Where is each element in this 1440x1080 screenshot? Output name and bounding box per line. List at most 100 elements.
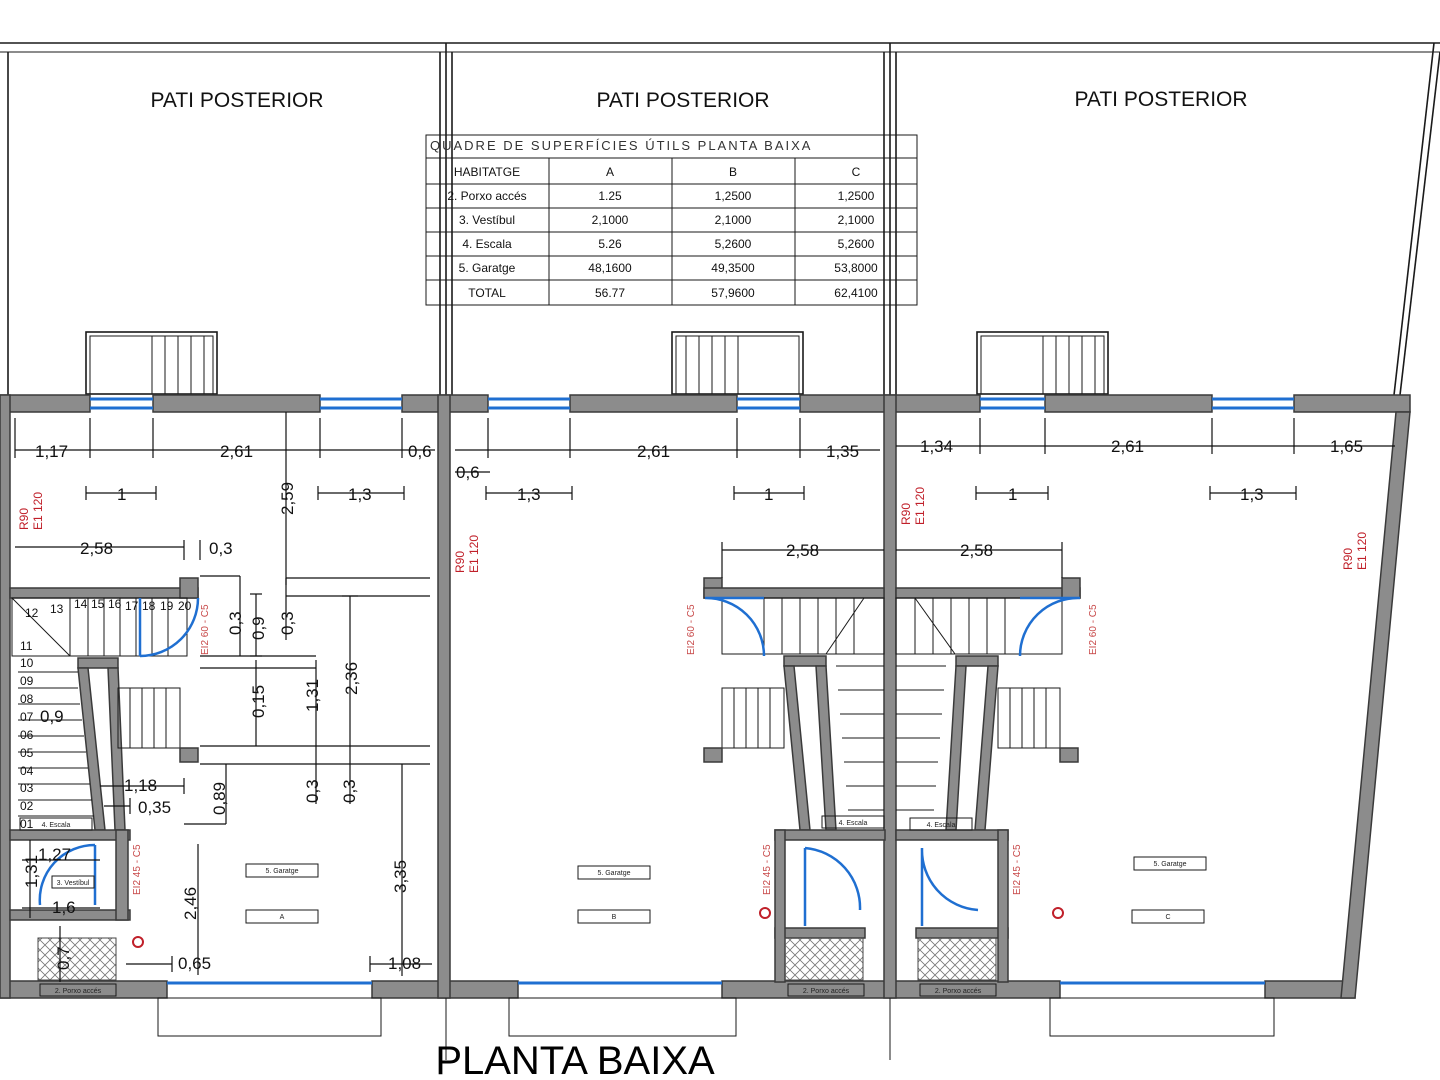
surfaces-table: QUADRE DE SUPERFÍCIES ÚTILS PLANTA BAIXA… [425, 134, 918, 306]
dimension-lines [14, 412, 1395, 982]
room-tag-porch-a: 2. Porxo accés [55, 988, 102, 995]
room-tag-stair-c: 4. Escala [927, 822, 956, 829]
svg-text:05: 05 [20, 746, 34, 760]
svg-text:18: 18 [142, 599, 156, 613]
svg-text:2,59: 2,59 [278, 482, 297, 515]
svg-text:0,15: 0,15 [249, 685, 268, 718]
svg-text:15: 15 [91, 597, 105, 611]
svg-text:EI2 45 - C5: EI2 45 - C5 [1012, 844, 1023, 895]
yard-boundaries [0, 42, 1440, 396]
svg-text:19: 19 [160, 599, 174, 613]
room-tag-porch-b: 2. Porxo accés [803, 988, 850, 995]
table-cell: 4. Escala [462, 237, 512, 251]
table-col-header: A [606, 165, 614, 179]
yard-label-b: PATI POSTERIOR [596, 89, 769, 112]
svg-text:0,35: 0,35 [138, 798, 171, 817]
svg-text:0,3: 0,3 [226, 611, 245, 635]
svg-text:20: 20 [178, 599, 192, 613]
table-cell: TOTAL [468, 286, 506, 300]
dimension-values: 1,17 2,61 0,6 1 1,3 2,59 2,58 0,3 0,3 0,… [22, 437, 1363, 973]
svg-text:EI2 60 - C5: EI2 60 - C5 [200, 604, 211, 655]
svg-text:2,61: 2,61 [1111, 437, 1144, 456]
table-col-header: HABITATGE [454, 165, 520, 179]
svg-text:13: 13 [50, 602, 64, 616]
table-cell: 62,4100 [834, 286, 878, 300]
svg-text:09: 09 [20, 674, 34, 688]
svg-text:0,6: 0,6 [408, 442, 432, 461]
table-cell: 49,3500 [711, 261, 755, 275]
svg-text:14: 14 [74, 597, 88, 611]
svg-text:12: 12 [25, 606, 39, 620]
svg-text:1,3: 1,3 [517, 485, 541, 504]
yard-steps [85, 331, 1109, 395]
svg-text:04: 04 [20, 764, 34, 778]
table-cell: 3. Vestíbul [459, 213, 515, 227]
table-heading: QUADRE DE SUPERFÍCIES ÚTILS PLANTA BAIXA [430, 138, 812, 153]
svg-text:1,35: 1,35 [826, 442, 859, 461]
svg-text:EI2 60 - C5: EI2 60 - C5 [686, 604, 697, 655]
svg-text:08: 08 [20, 692, 34, 706]
windows [90, 397, 1294, 985]
svg-text:02: 02 [20, 799, 34, 813]
svg-text:1,3: 1,3 [1240, 485, 1264, 504]
room-tag-garage-c: 5. Garatge [1153, 861, 1186, 868]
svg-text:R90: R90 [1341, 548, 1355, 570]
svg-text:10: 10 [20, 656, 34, 670]
svg-text:E1 120: E1 120 [1355, 532, 1369, 570]
svg-text:0,9: 0,9 [40, 707, 64, 726]
table-cell: 1,2500 [838, 189, 875, 203]
stair-core-c [895, 577, 1081, 983]
table-col-header: C [852, 165, 861, 179]
svg-text:R90: R90 [899, 503, 913, 525]
svg-text:2,36: 2,36 [342, 662, 361, 695]
room-tag-unit-b: B [612, 914, 617, 921]
table-cell: 2. Porxo accés [447, 189, 526, 203]
svg-text:1: 1 [1008, 485, 1017, 504]
room-tag-unit-c: C [1165, 914, 1170, 921]
svg-text:EI2 45 - C5: EI2 45 - C5 [132, 844, 143, 895]
room-tags: 5. Garatge A 5. Garatge B 5. Garatge C 4… [19, 815, 1207, 997]
room-tag-porch-c: 2. Porxo accés [935, 988, 982, 995]
svg-text:07: 07 [20, 710, 34, 724]
table-cell: 48,1600 [588, 261, 632, 275]
fire-ratings: R90 E1 120 R90 E1 120 R90 E1 120 R90 E1 … [17, 487, 1369, 895]
front-thresholds [157, 997, 1275, 1060]
svg-text:1: 1 [117, 485, 126, 504]
table-cell: 5. Garatge [459, 261, 516, 275]
svg-text:1: 1 [764, 485, 773, 504]
svg-text:1,18: 1,18 [124, 776, 157, 795]
svg-text:1,17: 1,17 [35, 442, 68, 461]
svg-text:17: 17 [125, 599, 139, 613]
svg-text:01: 01 [20, 817, 34, 831]
room-tag-stair-a: 4. Escala [42, 822, 71, 829]
page-title: PLANTA BAIXA [435, 1039, 715, 1080]
stair-numbers: 12 13 14 15 16 17 18 19 20 11 10 09 08 0… [20, 597, 192, 831]
svg-text:2,58: 2,58 [960, 541, 993, 560]
svg-text:1,34: 1,34 [920, 437, 953, 456]
table-cell: 5,2600 [838, 237, 875, 251]
stair-core-b [703, 577, 886, 983]
extinguisher-icon [132, 907, 1064, 948]
svg-text:2,58: 2,58 [786, 541, 819, 560]
svg-text:E1 120: E1 120 [31, 492, 45, 530]
table-cell: 1.25 [598, 189, 622, 203]
svg-text:0,6: 0,6 [456, 463, 480, 482]
svg-text:0,7: 0,7 [54, 946, 73, 970]
svg-text:1,08: 1,08 [388, 954, 421, 973]
svg-text:E1 120: E1 120 [913, 487, 927, 525]
svg-text:2,61: 2,61 [637, 442, 670, 461]
room-tag-stair-b: 4. Escala [839, 820, 868, 827]
table-cell: 57,9600 [711, 286, 755, 300]
svg-text:2,61: 2,61 [220, 442, 253, 461]
svg-text:R90: R90 [453, 551, 467, 573]
table-cell: 1,2500 [715, 189, 752, 203]
walls [0, 394, 1411, 999]
table-cell: 2,1000 [838, 213, 875, 227]
svg-text:06: 06 [20, 728, 34, 742]
svg-text:2,46: 2,46 [181, 887, 200, 920]
svg-text:0,3: 0,3 [303, 779, 322, 803]
table-cell: 5.26 [598, 237, 622, 251]
table-cell: 5,2600 [715, 237, 752, 251]
table-cell: 2,1000 [715, 213, 752, 227]
